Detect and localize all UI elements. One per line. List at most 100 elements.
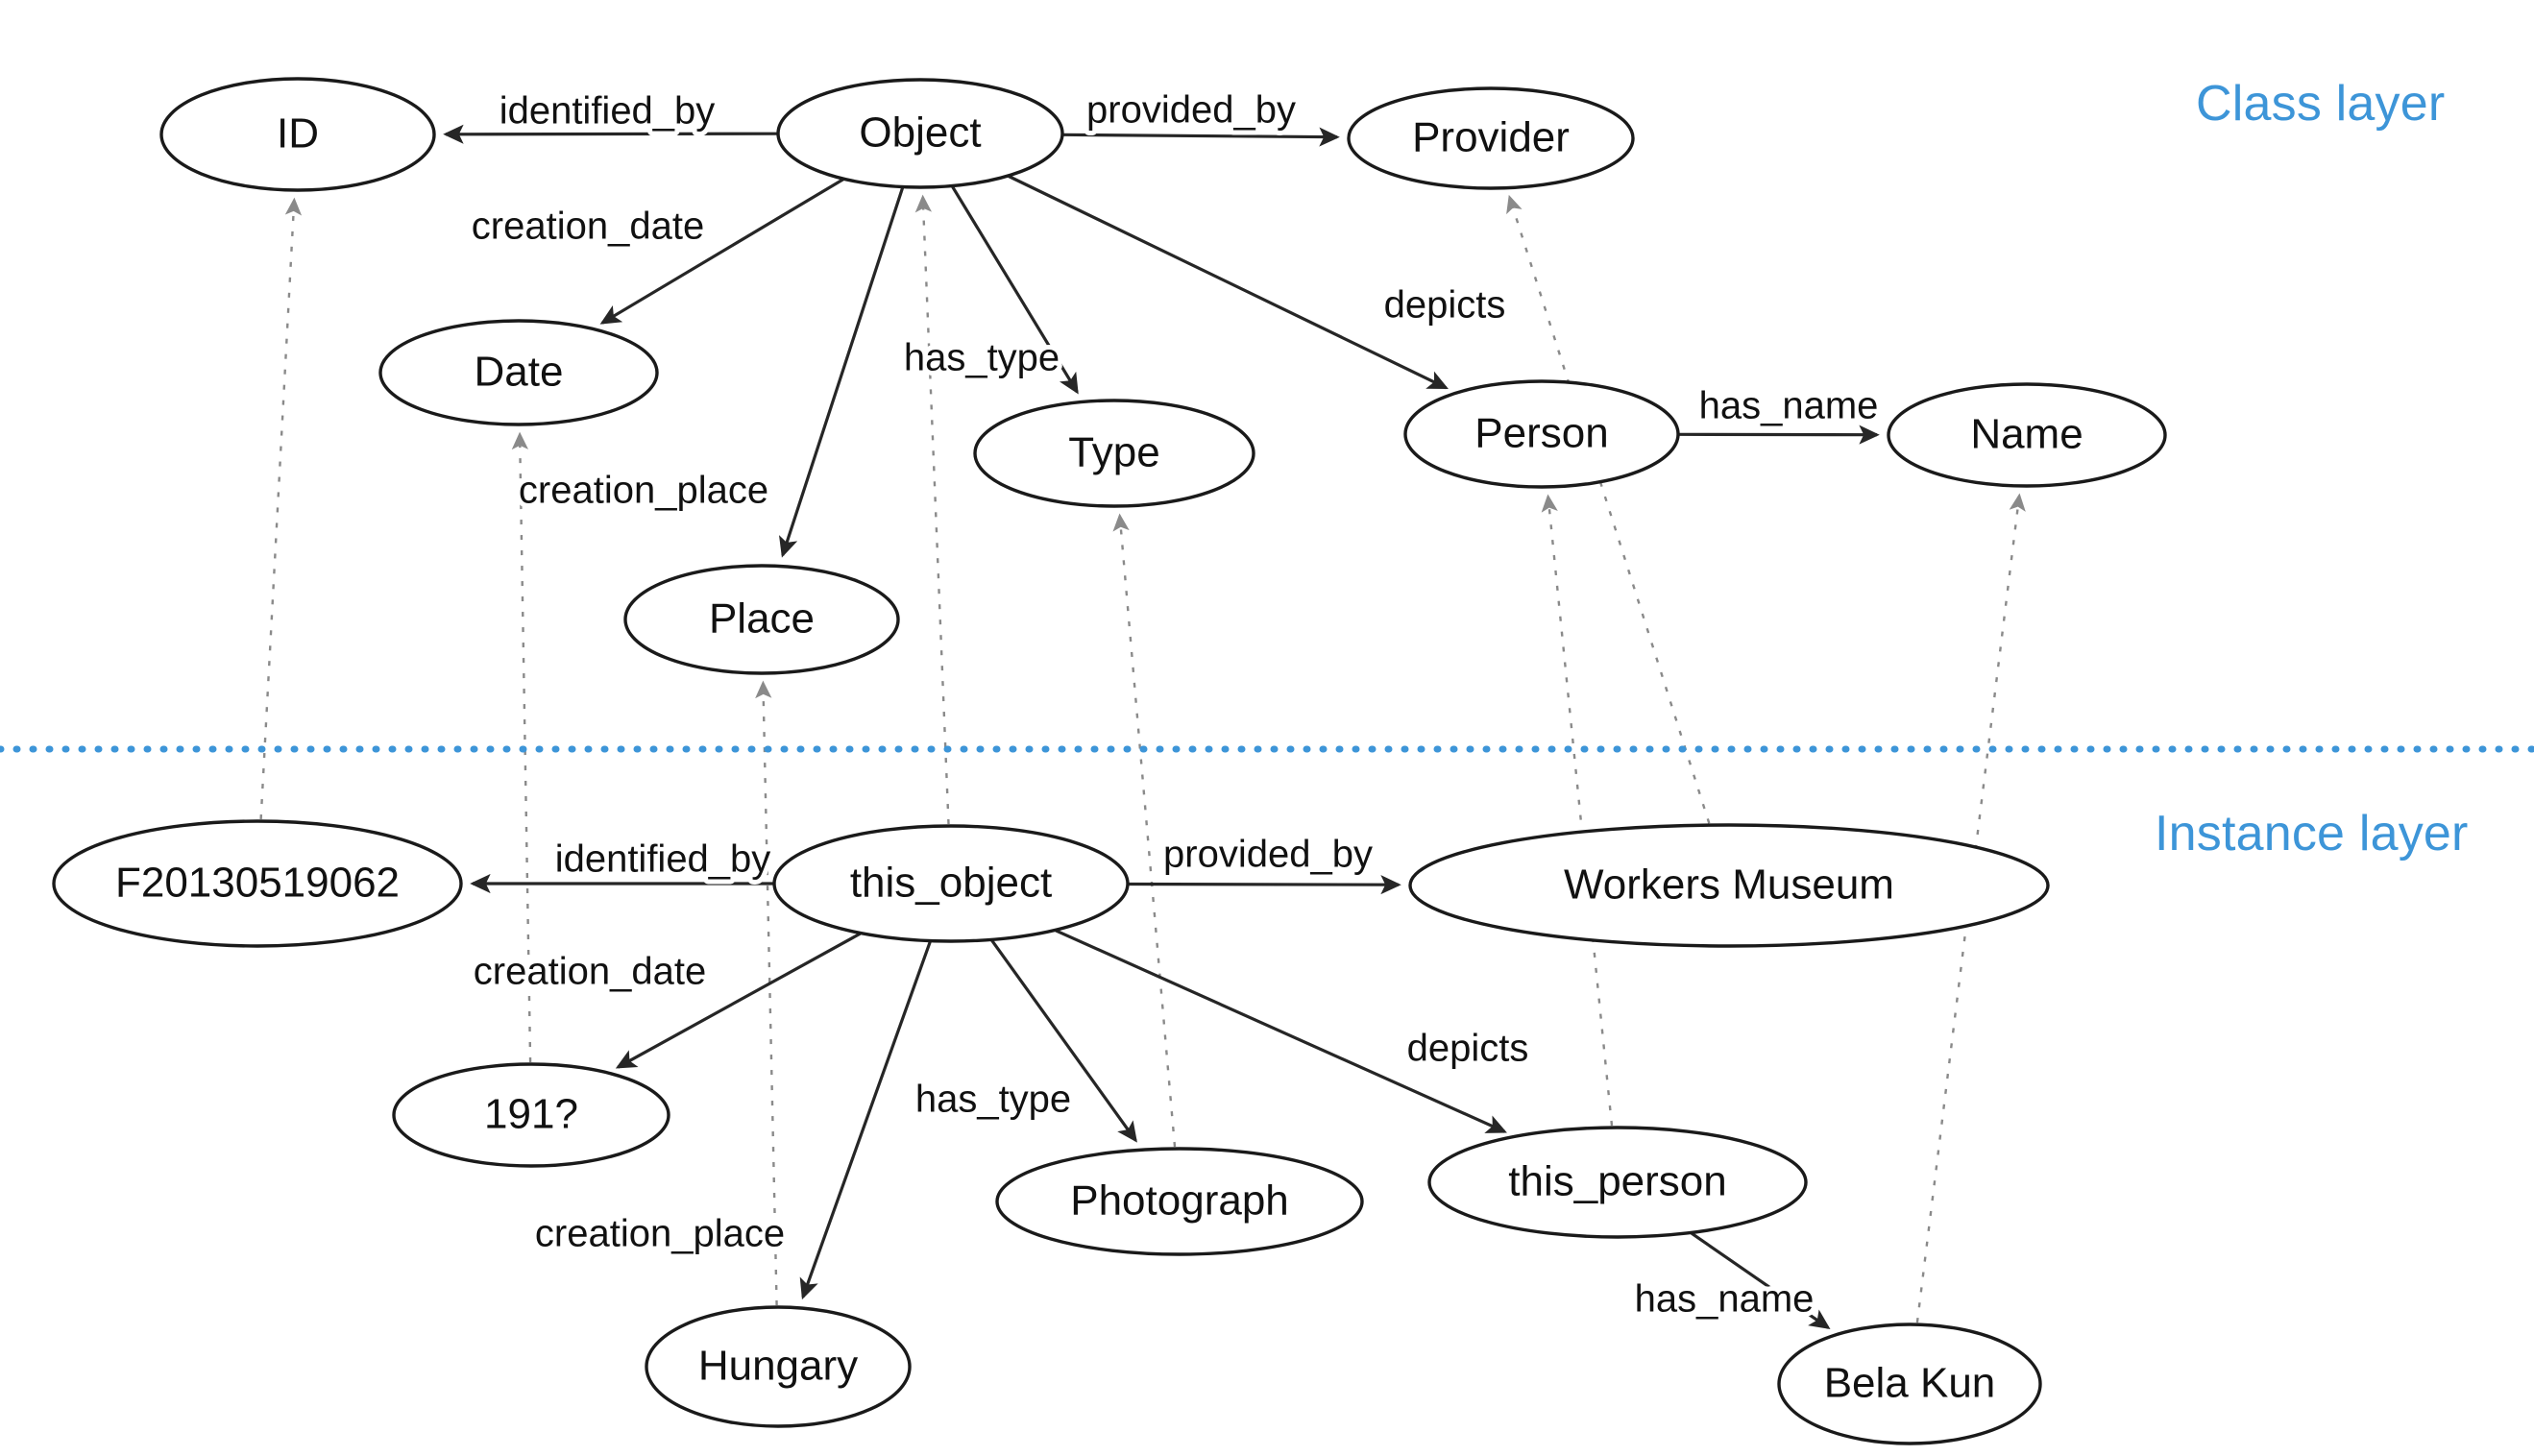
node-ellipse[interactable] bbox=[159, 77, 436, 192]
instance-of-link bbox=[1541, 494, 1614, 1127]
graph-node[interactable]: this_person bbox=[1427, 1126, 1808, 1239]
graph-node[interactable]: Person bbox=[1403, 379, 1680, 489]
graph-node[interactable]: Provider bbox=[1347, 86, 1635, 190]
graph-node[interactable]: this_object bbox=[772, 824, 1130, 943]
edge-label: depicts bbox=[1407, 1028, 1529, 1070]
node-ellipse[interactable] bbox=[1777, 1323, 2042, 1445]
edge-label: creation_date bbox=[472, 206, 704, 248]
node-label: Name bbox=[1970, 411, 2083, 458]
graph-node[interactable]: Place bbox=[623, 564, 900, 675]
edge-label: has_name bbox=[1635, 1278, 1815, 1321]
node-ellipse[interactable] bbox=[772, 824, 1130, 943]
instance-of-link bbox=[1112, 513, 1177, 1148]
instance-of-link bbox=[1506, 194, 1711, 824]
edge-label-halo: identified_by bbox=[499, 90, 716, 133]
node-label: Hungary bbox=[698, 1343, 858, 1390]
edge-label-halo: depicts bbox=[1407, 1028, 1529, 1070]
instance-layer-caption: Instance layer bbox=[2155, 806, 2469, 861]
node-label: Workers Museum bbox=[1564, 861, 1894, 909]
node-label: F20130519062 bbox=[115, 860, 400, 907]
node-ellipse[interactable] bbox=[1408, 823, 2050, 948]
node-label: Object bbox=[859, 109, 981, 157]
node-ellipse[interactable] bbox=[645, 1305, 912, 1428]
relation-edge-group bbox=[443, 124, 1880, 1329]
edge-label-halo: creation_date bbox=[474, 951, 706, 993]
node-label: ID bbox=[277, 110, 319, 158]
graph-node[interactable]: Name bbox=[1887, 382, 2167, 488]
edge-label-halo: has_name bbox=[1635, 1278, 1815, 1321]
node-label: Date bbox=[475, 349, 564, 396]
node-label: this_object bbox=[850, 860, 1052, 907]
edge-label-halo: creation_place bbox=[519, 470, 768, 512]
relation-edge bbox=[1062, 127, 1340, 147]
graph-node[interactable]: Photograph bbox=[995, 1147, 1364, 1256]
edge-label: has_type bbox=[904, 337, 1060, 379]
node-ellipse[interactable] bbox=[392, 1062, 670, 1168]
node-label: Person bbox=[1474, 410, 1608, 457]
node-label: Bela Kun bbox=[1824, 1360, 1996, 1407]
edge-label: creation_place bbox=[519, 470, 768, 512]
edge-label-halo: creation_place bbox=[535, 1213, 785, 1255]
edge-label: has_name bbox=[1699, 385, 1879, 427]
edge-label: depicts bbox=[1384, 284, 1506, 327]
relation-edge bbox=[443, 124, 778, 144]
node-ellipse[interactable] bbox=[1887, 382, 2167, 488]
instance-of-link bbox=[259, 197, 303, 820]
edge-label: creation_place bbox=[535, 1213, 785, 1255]
graph-node[interactable]: Workers Museum bbox=[1408, 823, 2050, 948]
edge-label: identified_by bbox=[499, 90, 716, 133]
node-ellipse[interactable] bbox=[995, 1147, 1364, 1256]
instance-of-link bbox=[511, 431, 532, 1063]
node-label: 191? bbox=[484, 1091, 578, 1138]
node-ellipse[interactable] bbox=[1403, 379, 1680, 489]
node-label: Type bbox=[1068, 429, 1159, 476]
graph-node[interactable]: F20130519062 bbox=[52, 819, 463, 948]
relation-edge bbox=[1128, 875, 1401, 895]
node-ellipse[interactable] bbox=[973, 399, 1255, 508]
node-ellipse[interactable] bbox=[1427, 1126, 1808, 1239]
instance-of-link bbox=[755, 680, 778, 1306]
graph-node[interactable]: ID bbox=[159, 77, 436, 192]
graph-node[interactable]: 191? bbox=[392, 1062, 670, 1168]
node-ellipse[interactable] bbox=[1347, 86, 1635, 190]
graph-node[interactable]: Object bbox=[776, 78, 1064, 189]
edge-label-halo: provided_by bbox=[1163, 834, 1373, 876]
relation-edge bbox=[779, 187, 905, 558]
relation-edge bbox=[990, 939, 1137, 1143]
node-ellipse[interactable] bbox=[378, 319, 659, 426]
edge-label-halo: has_type bbox=[904, 337, 1060, 379]
node-label: Place bbox=[709, 595, 815, 643]
relation-edge bbox=[599, 178, 844, 325]
node-ellipse[interactable] bbox=[776, 78, 1064, 189]
edge-label: provided_by bbox=[1163, 834, 1373, 876]
edge-label-halo: depicts bbox=[1384, 284, 1506, 327]
graph-node[interactable]: Date bbox=[378, 319, 659, 426]
relation-edge bbox=[1055, 929, 1507, 1133]
edge-label: provided_by bbox=[1086, 89, 1296, 132]
edge-label-halo: has_type bbox=[915, 1079, 1071, 1121]
instance-of-link bbox=[914, 194, 950, 825]
node-label: Photograph bbox=[1070, 1177, 1289, 1225]
node-ellipse[interactable] bbox=[623, 564, 900, 675]
node-ellipse[interactable] bbox=[52, 819, 463, 948]
relation-edge bbox=[951, 185, 1079, 395]
edge-label: identified_by bbox=[555, 838, 771, 881]
node-label: Provider bbox=[1412, 114, 1570, 161]
graph-node[interactable]: Hungary bbox=[645, 1305, 912, 1428]
class-layer-caption: Class layer bbox=[2196, 76, 2446, 132]
edge-label-halo: identified_by bbox=[555, 838, 771, 881]
relation-edge bbox=[615, 932, 862, 1069]
graph-node[interactable]: Bela Kun bbox=[1777, 1323, 2042, 1445]
edge-label-halo: creation_date bbox=[472, 206, 704, 248]
graph-node[interactable]: Type bbox=[973, 399, 1255, 508]
relation-edge bbox=[1008, 175, 1449, 390]
node-label: this_person bbox=[1508, 1158, 1726, 1205]
edge-label: has_type bbox=[915, 1079, 1071, 1121]
edge-label-halo: has_name bbox=[1699, 385, 1879, 427]
relation-edge bbox=[1690, 1231, 1831, 1329]
relation-edge bbox=[799, 940, 932, 1300]
